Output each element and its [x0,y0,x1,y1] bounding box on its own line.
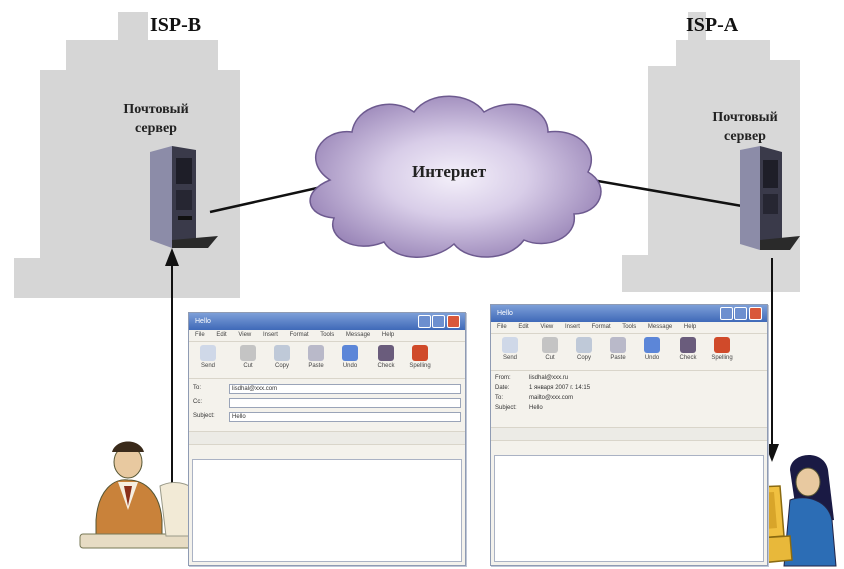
undo-button[interactable]: Undo [337,345,363,369]
mail-server-left [150,146,218,248]
cut-icon [240,345,256,361]
paste-icon [610,337,626,353]
menu-tools[interactable]: Tools [622,324,637,330]
read-body[interactable] [494,455,764,562]
menu-message[interactable]: Message [647,324,673,330]
subject-field[interactable]: Hello [229,412,461,422]
menu-tools[interactable]: Tools [320,332,335,338]
subject-label: Subject: [193,413,215,419]
minimize-button[interactable] [720,307,733,320]
building-isp-b [14,12,240,298]
date-label: Date: [495,385,510,391]
cut-button[interactable]: Cut [537,337,563,361]
arrowhead-down [765,444,779,462]
spelling-button[interactable]: Spelling [407,345,433,369]
undo-icon [342,345,358,361]
menu-edit[interactable]: Edit [518,324,529,330]
send-icon [200,345,216,361]
menu-view[interactable]: View [540,324,554,330]
compose-email-window: Hello File Edit View Insert Format Tools… [188,312,466,566]
send-icon [502,337,518,353]
cut-button[interactable]: Cut [235,345,261,369]
subject-value: Hello [529,405,543,411]
paste-icon [308,345,324,361]
compose-body[interactable] [192,459,462,562]
menu-format[interactable]: Format [289,332,309,338]
undo-button[interactable]: Undo [639,337,665,361]
compose-window-title: Hello [195,318,211,325]
minimize-button[interactable] [418,315,431,328]
compose-toolbar: Send Cut Copy Paste Undo Check Spelling [189,341,465,379]
subject-label: Subject: [495,405,517,411]
close-button[interactable] [749,307,762,320]
menu-file[interactable]: File [195,332,205,338]
undo-icon [644,337,660,353]
compose-titlebar: Hello [189,313,465,330]
from-value: lisdhal@xxx.ru [529,375,569,381]
read-toolbar: Send Cut Copy Paste Undo Check Spelling [491,333,767,371]
to-field[interactable]: lisdhal@xxx.com [229,384,461,394]
cc-label: Cc: [193,399,202,405]
maximize-button[interactable] [734,307,747,320]
read-header-fields: From: lisdhal@xxx.ru Date: 1 января 2007… [491,371,767,427]
read-window-title: Hello [497,310,513,317]
copy-icon [274,345,290,361]
compose-format-bar [189,431,465,445]
menu-message[interactable]: Message [345,332,371,338]
internet-cloud [309,95,602,258]
server-left-label: Почтовый сервер [123,102,189,136]
cut-icon [542,337,558,353]
link-cloud-right-server [591,178,743,208]
copy-button[interactable]: Copy [571,337,597,361]
menu-edit[interactable]: Edit [216,332,227,338]
copy-icon [576,337,592,353]
menu-view[interactable]: View [238,332,252,338]
cc-field[interactable] [229,398,461,408]
spelling-icon [412,345,428,361]
mail-server-right [740,146,800,250]
to-value: mailto@xxx.com [529,395,574,401]
menu-insert[interactable]: Insert [564,324,580,330]
from-label: From: [495,375,511,381]
menu-help[interactable]: Help [381,332,395,338]
read-titlebar: Hello [491,305,767,322]
paste-button[interactable]: Paste [605,337,631,361]
menu-file[interactable]: File [497,324,507,330]
paste-button[interactable]: Paste [303,345,329,369]
read-format-bar [491,427,767,441]
isp-a-label: ISP-A [686,14,739,36]
date-value: 1 января 2007 г. 14:15 [529,385,591,391]
check-icon [680,337,696,353]
compose-menubar: File Edit View Insert Format Tools Messa… [189,330,465,341]
menu-format[interactable]: Format [591,324,611,330]
spelling-button[interactable]: Spelling [709,337,735,361]
send-button[interactable]: Send [497,337,523,361]
copy-button[interactable]: Copy [269,345,295,369]
check-button[interactable]: Check [373,345,399,369]
to-label: To: [495,395,504,401]
menu-insert[interactable]: Insert [262,332,278,338]
check-button[interactable]: Check [675,337,701,361]
to-label: To: [193,385,202,391]
link-left-server-cloud [209,184,327,214]
spelling-icon [714,337,730,353]
maximize-button[interactable] [432,315,445,328]
read-email-window: Hello File Edit View Insert Format Tools… [490,304,768,566]
isp-b-label: ISP-B [150,14,202,36]
menu-help[interactable]: Help [683,324,697,330]
send-button[interactable]: Send [195,345,221,369]
close-button[interactable] [447,315,460,328]
compose-header-fields: To: lisdhal@xxx.com Cc: Subject: Hello [189,379,465,431]
arrowhead-up [165,248,179,266]
internet-label: Интернет [412,162,487,181]
check-icon [378,345,394,361]
server-right-label: Почтовый сервер [712,110,778,144]
read-menubar: File Edit View Insert Format Tools Messa… [491,322,767,333]
